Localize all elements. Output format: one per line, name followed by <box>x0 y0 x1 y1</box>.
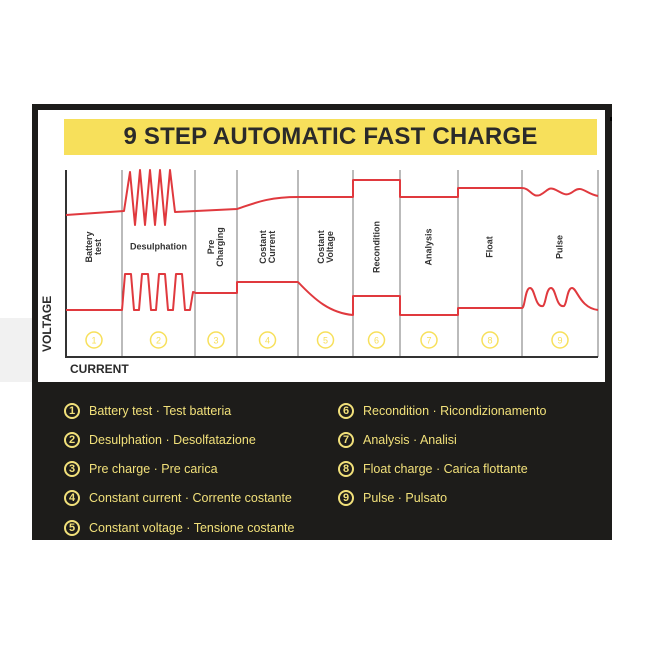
step-column-label: Pre Charging <box>206 227 225 267</box>
step-column-label: Costant Current <box>257 230 277 264</box>
legend-item: 4 Constant current · Corrente costante <box>64 490 292 506</box>
step-marker-circle <box>481 331 499 349</box>
step-marker-circle <box>551 331 569 349</box>
step-marker-number: 2 <box>156 336 161 346</box>
step-marker-circle <box>316 331 335 349</box>
step-marker-number: 4 <box>265 336 270 346</box>
step-number-badge: 3 <box>64 461 80 477</box>
step-marker-number: 9 <box>557 336 562 346</box>
step-column-label: Recondition <box>371 221 381 273</box>
step-column-label: Analysis <box>423 228 434 266</box>
edge-mark <box>610 117 612 121</box>
legend-label: Pulse · Pulsato <box>363 491 448 505</box>
step-marker-circle <box>207 331 225 349</box>
step-number-badge: 1 <box>64 403 80 419</box>
step-number-badge: 4 <box>64 490 80 506</box>
legend-label: Desulphation · Desolfatazione <box>89 433 256 447</box>
step-column-label: Desulphation <box>129 241 188 252</box>
step-marker-number: 8 <box>487 336 492 346</box>
step-column-label: Costant Voltage <box>315 230 335 264</box>
step-number-badge: 9 <box>338 490 354 506</box>
legend-item: 2 Desulphation · Desolfatazione <box>64 432 256 448</box>
legend-item: 7 Analysis · Analisi <box>338 432 457 448</box>
legend-label: Pre charge · Pre carica <box>89 462 218 476</box>
step-marker-circle <box>149 331 168 349</box>
voltage-curve <box>65 169 599 226</box>
step-marker-circle <box>85 331 103 349</box>
step-marker-circle <box>367 331 386 349</box>
legend-item: 5 Constant voltage · Tensione costante <box>64 520 294 536</box>
step-marker-circle <box>258 331 277 349</box>
legend-label: Constant current · Corrente costante <box>89 491 292 505</box>
step-marker-number: 5 <box>323 336 328 346</box>
step-number-badge: 7 <box>338 432 354 448</box>
legend-item: 1 Battery test · Test batteria <box>64 403 231 419</box>
step-column-label: Battery test <box>84 231 103 263</box>
legend-label: Constant voltage · Tensione costante <box>89 521 295 535</box>
step-marker-number: 1 <box>91 336 96 346</box>
step-number-badge: 5 <box>64 520 80 536</box>
legend-item: 9 Pulse · Pulsato <box>338 490 447 506</box>
legend-item: 6 Recondition · Ricondizionamento <box>338 403 546 419</box>
legend-label: Float charge · Carica flottante <box>363 462 528 476</box>
current-curve <box>66 273 599 316</box>
x-axis-label: CURRENT <box>70 362 129 376</box>
y-axis-label: VOLTAGE <box>40 295 54 352</box>
legend-label: Battery test · Test batteria <box>89 404 232 418</box>
step-number-badge: 6 <box>338 403 354 419</box>
step-marker-number: 3 <box>213 336 218 346</box>
step-column-label: Float <box>484 236 495 258</box>
legend-item: 3 Pre charge · Pre carica <box>64 461 218 477</box>
legend-item: 8 Float charge · Carica flottante <box>338 461 528 477</box>
step-marker-number: 7 <box>426 336 431 346</box>
step-number-badge: 2 <box>64 432 80 448</box>
infographic-title: 9 STEP AUTOMATIC FAST CHARGE <box>64 119 597 155</box>
step-marker-circle <box>420 331 438 349</box>
step-marker-number: 6 <box>374 336 379 346</box>
chart-panel <box>38 110 605 382</box>
step-number-badge: 8 <box>338 461 354 477</box>
legend-label: Analysis · Analisi <box>363 433 457 447</box>
legend-label: Recondition · Ricondizionamento <box>363 404 547 418</box>
step-column-label: Pulse <box>554 234 565 260</box>
background-shape <box>0 318 32 382</box>
